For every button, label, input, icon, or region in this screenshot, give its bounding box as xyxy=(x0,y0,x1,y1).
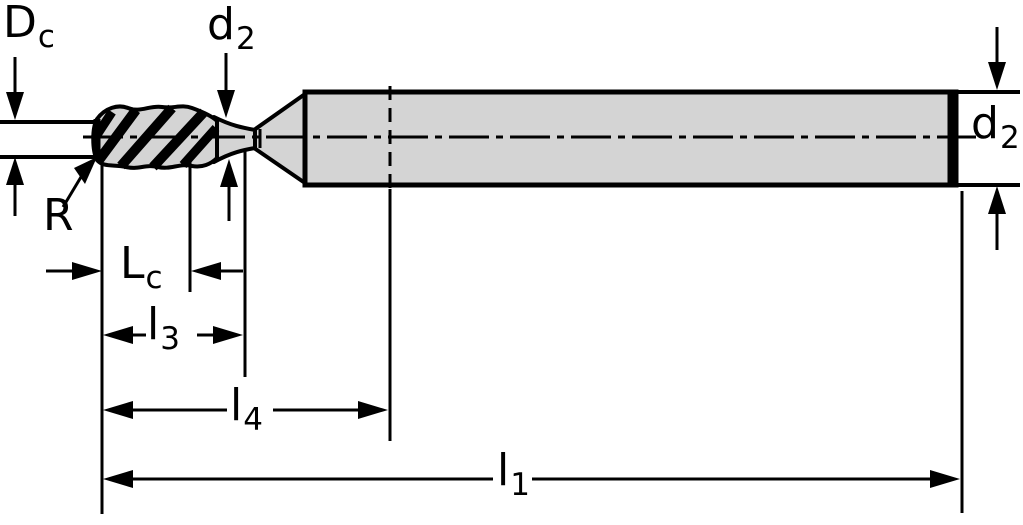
label-sub: 2 xyxy=(235,21,256,57)
flute-band xyxy=(149,108,208,171)
flute-band xyxy=(94,107,141,163)
label-cutting-diameter: Dc xyxy=(3,0,55,53)
arrow-left-icon xyxy=(103,401,133,419)
label-sub: 3 xyxy=(160,321,180,357)
label-main: L xyxy=(120,238,145,289)
arrow-left-icon xyxy=(103,326,133,344)
arrow-right-icon xyxy=(213,326,243,344)
flute-band xyxy=(91,109,116,141)
arrow-up-icon xyxy=(220,159,238,187)
label-length-l3: l3 xyxy=(147,303,180,355)
dimension-dc xyxy=(6,57,24,216)
label-main: l xyxy=(497,445,510,496)
arrow-down-icon xyxy=(217,90,235,118)
arrow-left-icon xyxy=(103,470,133,488)
tip-section xyxy=(0,120,97,159)
dimension-d2-shank xyxy=(988,27,1006,250)
radius-leader xyxy=(61,157,97,208)
arrow-down-icon xyxy=(988,62,1006,90)
label-sub: 2 xyxy=(999,120,1020,156)
label-main: l xyxy=(147,299,160,350)
label-shank-diameter: d2 xyxy=(971,102,1020,154)
dimension-lc xyxy=(46,262,243,280)
label-overall-length: l1 xyxy=(497,449,530,501)
label-neck-diameter: d2 xyxy=(207,0,256,55)
arrow-right-icon xyxy=(930,470,960,488)
label-corner-radius: R xyxy=(43,194,75,238)
r-leader-line xyxy=(61,171,86,208)
label-flute-length: Lc xyxy=(120,242,163,294)
centerlines xyxy=(83,86,976,189)
label-length-l4: l4 xyxy=(230,384,263,436)
arrow-right-icon xyxy=(358,401,388,419)
dimension-l1 xyxy=(103,470,960,488)
arrow-down-icon xyxy=(6,92,24,120)
arrow-left-icon xyxy=(191,262,221,280)
arrow-up-icon xyxy=(988,186,1006,214)
label-sub: 4 xyxy=(243,402,263,438)
dimension-l3 xyxy=(103,326,243,344)
label-main: R xyxy=(43,190,74,241)
arrow-up-right-icon xyxy=(74,157,97,184)
label-sub: c xyxy=(145,260,163,296)
dimension-l4 xyxy=(103,401,388,419)
neck xyxy=(212,115,257,164)
label-sub: c xyxy=(37,19,55,55)
label-main: l xyxy=(230,380,243,431)
label-main: d xyxy=(207,0,235,50)
arrow-right-icon xyxy=(72,262,102,280)
label-main: d xyxy=(971,98,999,149)
dimension-d2-neck xyxy=(217,53,238,221)
arrow-up-icon xyxy=(6,157,24,185)
label-main: D xyxy=(3,0,37,48)
label-sub: 1 xyxy=(510,467,530,503)
extension-lines xyxy=(100,151,964,514)
